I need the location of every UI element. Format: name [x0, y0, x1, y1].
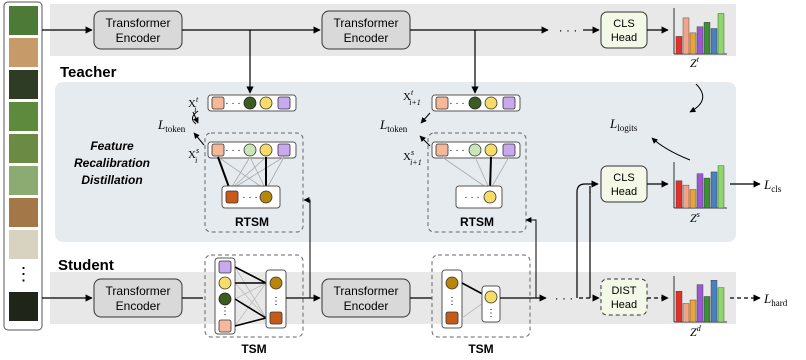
svg-text:⋮: ⋮: [220, 306, 230, 317]
cls-loss: Lcls: [763, 177, 782, 194]
input-image-strip: ⋮: [3, 1, 43, 331]
svg-text:· · ·: · · ·: [464, 192, 480, 203]
histogram-bar: [675, 180, 683, 209]
teacher-output-histogram: [673, 8, 727, 55]
histogram-bar: [675, 36, 683, 55]
logits-loss: Llogits: [609, 116, 638, 133]
svg-text:Head: Head: [611, 32, 637, 44]
feature-recalibration-distillation-title: Feature Recalibration Distillation: [74, 139, 150, 187]
teacher-label: Teacher: [60, 64, 117, 81]
teacher-token-row-right: · · ·: [431, 94, 521, 112]
svg-text:⋮: ⋮: [447, 296, 457, 307]
tsm-left-label: TSM: [241, 342, 266, 356]
student-ellipsis: · · ·: [555, 291, 574, 305]
histogram-bar: [710, 28, 718, 55]
rtsm-right: · · · · · · RTSM: [427, 132, 527, 233]
histogram-bar: [689, 299, 697, 323]
student-dist-output-histogram: [673, 276, 727, 323]
svg-text:Transformer: Transformer: [106, 16, 171, 30]
histogram-bar: [675, 291, 683, 323]
teacher-output-label: Zt: [690, 55, 700, 70]
svg-text:DIST: DIST: [611, 285, 636, 297]
svg-text:CLS: CLS: [613, 18, 634, 30]
student-dist-head: DIST Head: [600, 278, 648, 316]
rtsm-left: · · · · · · RTSM: [204, 132, 304, 233]
svg-text:Head: Head: [611, 299, 637, 311]
distillation-panel: [55, 82, 736, 242]
histogram-bar: [682, 184, 690, 209]
svg-text:⋮: ⋮: [486, 308, 496, 319]
teacher-ellipsis: · · ·: [559, 23, 578, 37]
student-cls-output-histogram: [673, 162, 727, 209]
svg-text:Transformer: Transformer: [334, 16, 399, 30]
histogram-bar: [703, 22, 711, 55]
histogram-bar: [696, 26, 704, 55]
histogram-bar: [710, 280, 718, 323]
input-image: [9, 38, 38, 67]
input-image: [9, 292, 38, 321]
svg-text:· · ·: · · ·: [242, 192, 258, 203]
input-image: [9, 198, 38, 227]
histogram-bar: [696, 173, 704, 209]
student-label: Student: [58, 257, 114, 274]
svg-text:Encoder: Encoder: [344, 31, 389, 45]
input-image: [9, 70, 38, 99]
histogram-bar: [710, 171, 718, 209]
histogram-bar: [682, 303, 690, 323]
svg-text:Feature: Feature: [90, 139, 134, 153]
svg-text:· · ·: · · ·: [225, 98, 241, 109]
svg-text:Encoder: Encoder: [344, 299, 389, 313]
input-image: [9, 6, 38, 35]
tsm-right: ⋮ ⋮ TSM: [431, 254, 531, 356]
image-strip-ellipsis: ⋮: [15, 264, 33, 284]
histogram-bar: [696, 284, 704, 323]
teacher-cls-head: CLS Head: [600, 11, 648, 49]
svg-text:· · ·: · · ·: [225, 145, 241, 156]
histogram-bar: [717, 287, 725, 323]
dist-output-label: Zd: [690, 324, 702, 339]
histogram-bar: [717, 165, 725, 209]
svg-text:· · ·: · · ·: [449, 98, 465, 109]
tsm-right-label: TSM: [468, 342, 493, 356]
student-cls-head: CLS Head: [600, 165, 648, 203]
rtsm-left-label: RTSM: [235, 215, 269, 229]
svg-text:· · ·: · · ·: [449, 145, 465, 156]
svg-text:CLS: CLS: [613, 172, 634, 184]
input-image: [9, 230, 38, 259]
hard-loss: Lhard: [763, 291, 788, 308]
histogram-bar: [703, 296, 711, 323]
tsm-left: ⋮ ⋮ TSM: [204, 254, 304, 356]
token-loss-right: Ltoken: [379, 117, 408, 134]
svg-text:⋮: ⋮: [271, 296, 281, 307]
svg-text:Encoder: Encoder: [116, 31, 161, 45]
input-image: [9, 102, 38, 131]
histogram-bar: [703, 177, 711, 209]
svg-text:Encoder: Encoder: [116, 299, 161, 313]
svg-text:Transformer: Transformer: [106, 284, 171, 298]
svg-text:Recalibration: Recalibration: [74, 156, 150, 170]
histogram-bar: [689, 32, 697, 55]
input-image: [9, 166, 38, 195]
svg-text:Distillation: Distillation: [81, 173, 142, 187]
histogram-bar: [717, 13, 725, 55]
teacher-encoder-1: Transformer Encoder: [93, 10, 183, 50]
rtsm-right-label: RTSM: [460, 215, 494, 229]
teacher-encoder-2: Transformer Encoder: [321, 10, 411, 50]
teacher-token-row-left: · · ·: [207, 94, 297, 112]
student-encoder-1: Transformer Encoder: [93, 278, 183, 318]
svg-text:Head: Head: [611, 186, 637, 198]
input-image: [9, 134, 38, 163]
svg-text:Transformer: Transformer: [334, 284, 399, 298]
histogram-bar: [682, 17, 690, 55]
histogram-bar: [689, 189, 697, 209]
token-loss-left: Ltoken: [157, 117, 186, 134]
cls-output-label: Zs: [690, 210, 700, 225]
student-encoder-2: Transformer Encoder: [321, 278, 411, 318]
